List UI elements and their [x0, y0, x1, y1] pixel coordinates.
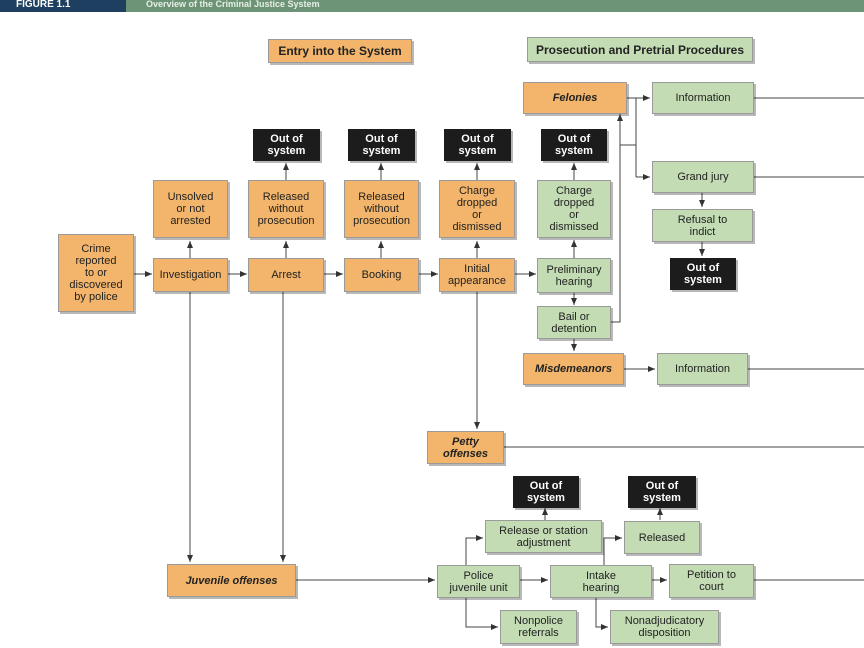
out-of-system-arrest-box: Out of system — [253, 129, 320, 161]
information-felony-box: Information — [652, 82, 754, 114]
released-without-prosecution-booking-box: Released without prosecution — [344, 180, 419, 238]
charge-dropped-prosecution-box: Charge dropped or dismissed — [537, 180, 611, 238]
bail-detention-box: Bail or detention — [537, 306, 611, 339]
charge-dropped-box: Charge dropped or dismissed — [439, 180, 515, 238]
out-of-system-initial-box: Out of system — [444, 129, 511, 161]
unsolved-box: Unsolved or not arrested — [153, 180, 228, 238]
released-without-prosecution-arrest-box: Released without prosecution — [248, 180, 324, 238]
investigation-box: Investigation — [153, 258, 228, 292]
initial-appearance-box: Initial appearance — [439, 258, 515, 292]
nonpolice-referrals-box: Nonpolice referrals — [500, 610, 577, 644]
grand-jury-box: Grand jury — [652, 161, 754, 193]
crime-reported-box: Crime reported to or discovered by polic… — [58, 234, 134, 312]
information-misdemeanor-box: Information — [657, 353, 748, 385]
juvenile-offenses-box: Juvenile offenses — [167, 564, 296, 597]
petition-to-court-box: Petition to court — [669, 564, 754, 598]
out-of-system-prosecution-box: Out of system — [541, 129, 607, 161]
police-juvenile-unit-box: Police juvenile unit — [437, 565, 520, 598]
refusal-to-indict-box: Refusal to indict — [652, 209, 753, 242]
figure-caption: Overview of the Criminal Justice System — [146, 0, 320, 9]
arrest-box: Arrest — [248, 258, 324, 292]
felonies-box: Felonies — [523, 82, 627, 114]
out-of-system-juvenile-released-box: Out of system — [628, 476, 696, 508]
misdemeanors-box: Misdemeanors — [523, 353, 624, 385]
intake-hearing-box: Intake hearing — [550, 565, 652, 598]
release-station-adjustment-box: Release or station adjustment — [485, 520, 602, 553]
nonadjudicatory-disposition-box: Nonadjudicatory disposition — [610, 610, 719, 644]
section-prosecution-heading: Prosecution and Pretrial Procedures — [527, 37, 753, 62]
released-juvenile-box: Released — [624, 521, 700, 554]
preliminary-hearing-box: Preliminary hearing — [537, 258, 611, 293]
petty-offenses-box: Petty offenses — [427, 431, 504, 464]
figure-header-bar: FIGURE 1.1 Overview of the Criminal Just… — [0, 0, 864, 12]
booking-box: Booking — [344, 258, 419, 292]
out-of-system-juvenile-release-box: Out of system — [513, 476, 579, 508]
section-entry-heading: Entry into the System — [268, 39, 412, 63]
figure-label: FIGURE 1.1 — [0, 0, 126, 12]
out-of-system-booking-box: Out of system — [348, 129, 415, 161]
out-of-system-grand-jury-box: Out of system — [670, 258, 736, 290]
